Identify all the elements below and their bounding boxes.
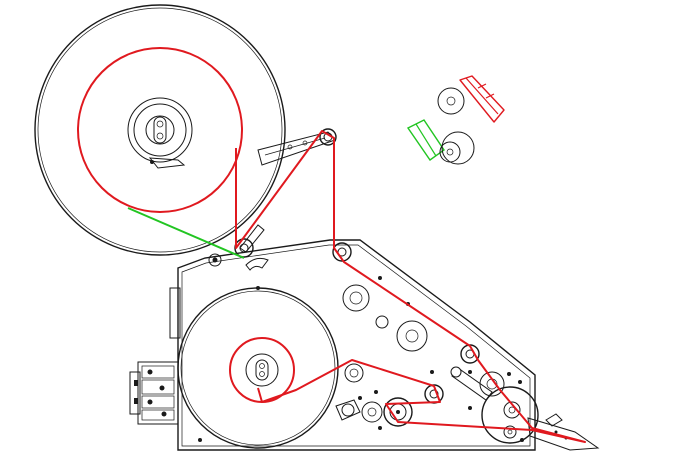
plate-details bbox=[198, 253, 539, 444]
web-paths bbox=[77, 47, 586, 443]
liner-roll-icon bbox=[406, 119, 475, 165]
backing-liner-path bbox=[127, 207, 245, 259]
supply-reel bbox=[34, 4, 286, 256]
label-roll-icon bbox=[437, 75, 505, 123]
backing-rewind-reel bbox=[177, 287, 339, 449]
reel-arm bbox=[239, 131, 336, 253]
machine-plate bbox=[169, 239, 536, 451]
label-roll-outline bbox=[77, 47, 243, 213]
label-web-path bbox=[235, 130, 586, 443]
drive-motor bbox=[129, 361, 179, 425]
